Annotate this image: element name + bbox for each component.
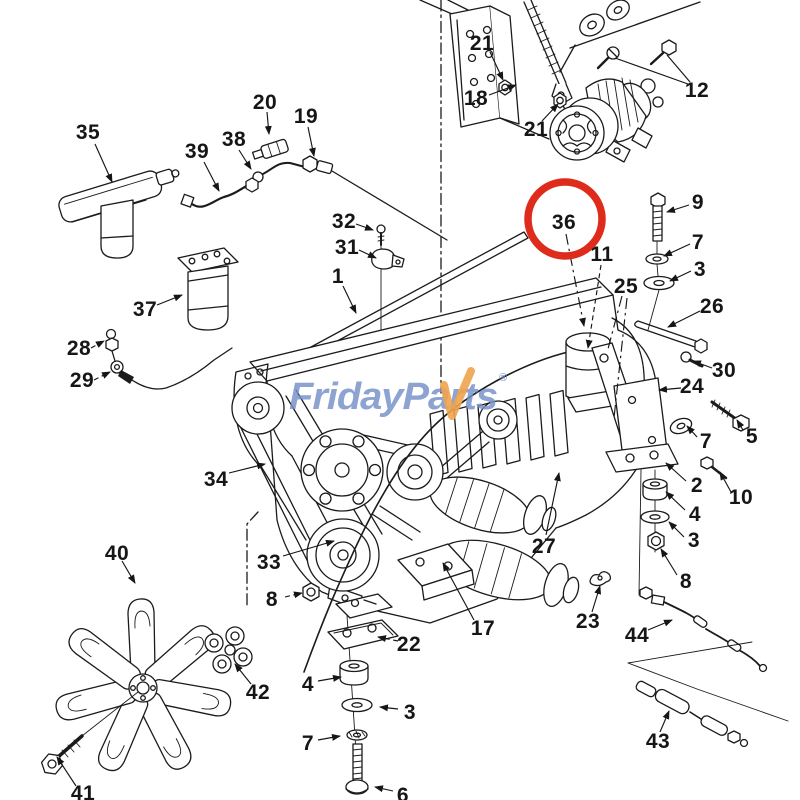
highlight-circle-36	[524, 178, 606, 260]
callout-20: 20	[252, 91, 278, 114]
callout-2: 2	[690, 474, 704, 497]
callout-30: 30	[711, 359, 737, 382]
part-compressor-bracket-18	[419, 0, 550, 140]
callout-18: 18	[463, 87, 489, 110]
callout-38: 38	[221, 128, 247, 151]
part-bracket-arm-34	[233, 363, 331, 541]
callout-27: 27	[531, 535, 557, 558]
callout-7-3: 7	[301, 732, 315, 755]
callout-21: 21	[469, 32, 495, 55]
callout-28: 28	[66, 337, 92, 360]
callout-4-2: 4	[301, 673, 315, 696]
callout-3-2: 3	[687, 529, 701, 552]
part-pipe-11	[303, 351, 569, 673]
callout-12: 12	[684, 79, 710, 102]
part-rod-26	[634, 320, 708, 354]
callout-9: 9	[691, 191, 705, 214]
part-harness-43	[635, 680, 749, 748]
callout-26: 26	[699, 295, 725, 318]
callout-37: 37	[132, 298, 158, 321]
part-compressor	[549, 77, 664, 163]
part-fan-40	[55, 598, 232, 772]
callout-42: 42	[245, 681, 271, 704]
part-pivot-bracket	[591, 342, 679, 473]
part-harness-44	[627, 586, 789, 722]
callout-36: 36	[551, 211, 577, 234]
callout-7: 7	[691, 231, 705, 254]
part-clamp-screw	[371, 224, 405, 335]
part-oil-filter-37	[177, 247, 239, 331]
callout-21-2: 21	[523, 118, 549, 141]
callout-10: 10	[728, 486, 754, 509]
callout-4: 4	[688, 503, 702, 526]
watermark-checkmark-icon	[440, 367, 475, 420]
callout-3: 3	[693, 258, 707, 281]
callout-22: 22	[396, 633, 422, 656]
part-primer-pump-35	[58, 168, 180, 259]
callout-8: 8	[679, 570, 693, 593]
callout-1: 1	[331, 265, 345, 288]
part-lower-stack	[302, 582, 399, 795]
callout-8-2: 8	[265, 588, 279, 611]
callout-25: 25	[613, 275, 639, 298]
callout-44: 44	[624, 624, 650, 647]
watermark-reg-mark: ®	[499, 372, 507, 384]
callout-7-2: 7	[699, 430, 713, 453]
callout-17: 17	[470, 617, 496, 640]
callout-23: 23	[575, 610, 601, 633]
callout-6: 6	[396, 784, 410, 800]
callout-33: 33	[256, 551, 282, 574]
part-hardware-right	[640, 192, 750, 553]
callout-35: 35	[75, 121, 101, 144]
watermark: FridayParts ®	[289, 367, 507, 420]
callout-39: 39	[184, 140, 210, 163]
part-fan-clutch-42	[204, 626, 253, 674]
leader-lines	[56, 51, 745, 793]
callout-5: 5	[745, 425, 759, 448]
part-clip-23	[589, 571, 612, 587]
callout-43: 43	[645, 730, 671, 753]
part-bolt-41	[40, 691, 139, 775]
callout-34: 34	[203, 468, 229, 491]
callout-40: 40	[104, 542, 130, 565]
callout-3-3: 3	[403, 701, 417, 724]
callout-29: 29	[69, 369, 95, 392]
part-washers-top	[559, 0, 701, 73]
part-bolts-12	[596, 39, 691, 85]
callout-32: 32	[331, 210, 357, 233]
part-hose-fittings	[180, 138, 448, 241]
callout-19: 19	[293, 105, 319, 128]
callout-31: 31	[334, 236, 360, 259]
callout-41: 41	[70, 782, 96, 800]
callout-11: 11	[590, 243, 614, 266]
callout-24: 24	[679, 375, 705, 398]
part-fittings-28-29	[105, 328, 233, 390]
